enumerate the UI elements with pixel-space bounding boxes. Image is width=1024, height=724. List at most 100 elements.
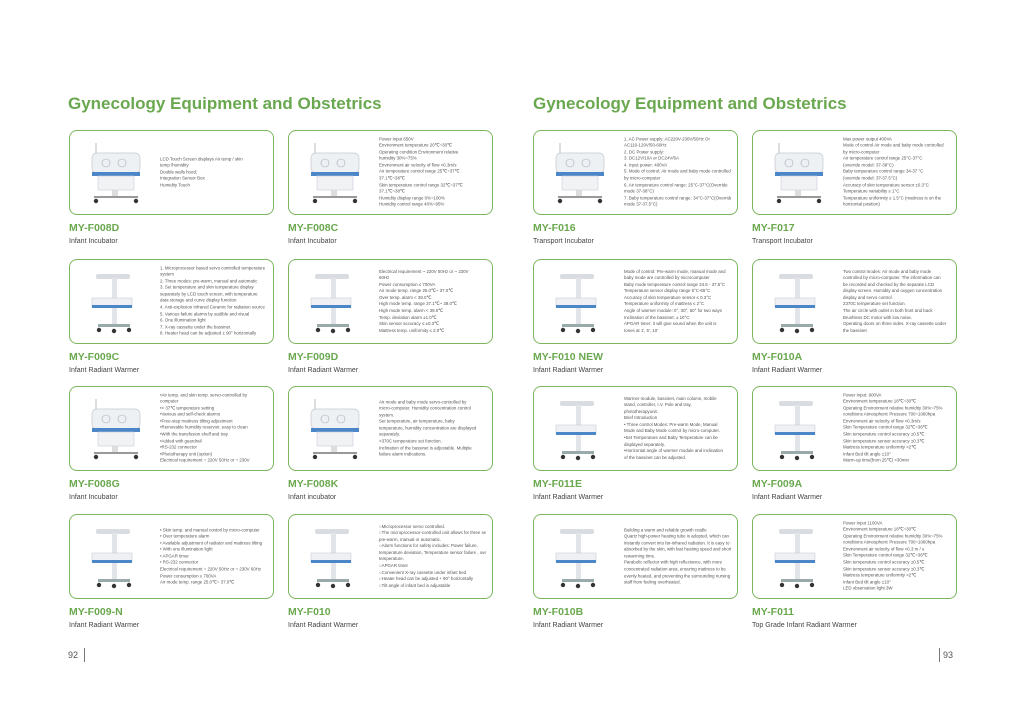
- description-line: Power input 1100VA: [843, 520, 883, 526]
- description-line: High mode temp. range 37.1℃~ 38.0℃: [379, 301, 457, 307]
- page-number-right: 93: [943, 650, 954, 660]
- product-description: Warmer module, bassinet, main column, mo…: [624, 396, 731, 462]
- description-line: Brushless DC motor with low noise.: [843, 314, 913, 320]
- description-line: Air mode temp. range 25.0℃~ 37.0℃: [160, 579, 235, 585]
- description-line: AC110-120V/50-60Hz: [624, 142, 667, 148]
- description-line: Temperature sensor display range 5°C-65°…: [624, 288, 711, 294]
- product-image: [765, 395, 833, 463]
- description-line: 2. DC Power supply:: [624, 149, 665, 155]
- description-line: Electrical requirement ~ 220V 50Hz or ~ …: [160, 458, 250, 464]
- description-line: LCD Touch Screen displays Air temp / ski…: [160, 156, 243, 162]
- description-line: Infant Bed tilt angle ±10°: [843, 579, 891, 585]
- description-line: 3. DC12V/10A or DC24V/6A: [624, 156, 679, 162]
- product-card: Mode of control: Pre-warm mode, manual m…: [533, 259, 738, 344]
- product-type: Infant incubator: [288, 494, 337, 501]
- description-line: Mode of control: Pre-warm mode, manual m…: [624, 268, 726, 274]
- description-line: •Set Temperature and Baby Temperature ca…: [624, 435, 718, 441]
- product-image: [82, 523, 150, 591]
- product-card: •Air temp. and skin temp. servo-controll…: [69, 386, 274, 471]
- description-line: the bassinet: [843, 327, 867, 333]
- description-line: 60Hz: [379, 275, 390, 281]
- description-line: Building a warm and reliable growth crad…: [624, 526, 707, 532]
- product-image: [546, 395, 614, 463]
- description-line: system.: [379, 412, 395, 418]
- description-line: failure alarm indications.: [379, 451, 427, 457]
- description-line: •RS-232 connector: [160, 444, 197, 450]
- description-line: temperature deviation, Temperature senso…: [379, 549, 486, 555]
- description-line: Skin temperature control accuracy ±0.5℃: [843, 431, 925, 437]
- description-line: APGAR timer: it will give sound when the…: [624, 321, 717, 327]
- description-line: Operating Environment relative humidity …: [843, 533, 943, 539]
- description-line: conditions Atmospheric Pressure 700~1060…: [843, 412, 936, 418]
- product-image: [301, 523, 369, 591]
- description-line: •> 37℃ temperature setting: [160, 405, 215, 411]
- product-card: Building a warm and reliable growth crad…: [533, 514, 738, 599]
- product-type: Infant Radiant Warmer: [533, 494, 604, 501]
- product-model: MY-F009D: [288, 351, 339, 363]
- product-image: [82, 139, 150, 207]
- description-line: ○Convenient X-ray cassette under infant …: [379, 569, 467, 575]
- description-line: be recorded and checked by the separate …: [843, 281, 935, 287]
- description-line: Quartz high-power heating tube is adopte…: [624, 533, 729, 539]
- description-line: 1. AC Power supply: AC220V-230V/50Hz Or: [624, 136, 710, 142]
- description-line: •With the transfusion shelf and tray: [160, 431, 228, 437]
- description-line: Power input: 900VA: [843, 392, 882, 398]
- product-model: MY-F009-N: [69, 606, 123, 618]
- description-line: Inclination of the bassinet is adjustabl…: [379, 444, 472, 450]
- description-line: Temperature variability ≤ 1°C: [843, 188, 900, 194]
- description-line: •Removable humidity reservoir, easy to c…: [160, 425, 248, 431]
- description-line: baby mode are controlled by microcompute…: [624, 275, 710, 281]
- description-line: (override model: 37-37.5°C): [843, 175, 898, 181]
- product-card: Air mode and baby mode servo-controlled …: [288, 386, 493, 471]
- description-line: staff from feeling overheated.: [624, 579, 681, 585]
- product-image: [301, 139, 369, 207]
- product-image: [546, 268, 614, 336]
- product-type: Infant Radiant Warmer: [69, 367, 140, 374]
- description-line: 2. Three modes: pre-warm, manual and aut…: [160, 278, 258, 284]
- description-line: mode 37-38°C): [624, 188, 654, 194]
- description-line: Double walls hood;: [160, 169, 198, 175]
- product-card: Two control modes: Air mode and baby mod…: [752, 259, 957, 344]
- description-line: temperature.: [379, 556, 404, 562]
- description-line: Brief Introduction: [624, 415, 658, 421]
- product-card: LCD Touch Screen displays Air temp / ski…: [69, 130, 274, 215]
- description-line: Air mode temp. range 25.0℃~ 37.0℃: [379, 288, 454, 294]
- product-type: Infant Radiant Warmer: [288, 367, 359, 374]
- description-line: Temperature uniformity of mattress ≤ 2°C: [624, 301, 705, 307]
- description-line: data storage and curve display function: [160, 298, 237, 304]
- description-line: Humidity Touch: [160, 182, 190, 188]
- product-model: MY-F008C: [288, 222, 339, 234]
- description-line: Warm-up time(from 25℃) <30min: [843, 458, 909, 464]
- product-description: Mode of control: Pre-warm mode, manual m…: [624, 269, 731, 335]
- product-type: Top Grade Infant Radiant Warmer: [752, 622, 857, 629]
- description-line: Power consumption ≤ 700VA: [160, 572, 217, 578]
- product-model: MY-F010: [288, 606, 331, 618]
- description-line: •Various and self-check alarms: [160, 412, 221, 418]
- product-description: Electrical requirement ~ 220V 50Hz or ~ …: [379, 269, 486, 335]
- description-line: conditions Atmospheric Pressure 700~1060…: [843, 540, 936, 546]
- product-image: [82, 395, 150, 463]
- description-line: Air temperature control range 25°C-37°C: [843, 156, 923, 162]
- product-model: MY-F008D: [69, 222, 120, 234]
- description-line: Two control modes: Air mode and baby mod…: [843, 268, 932, 274]
- product-description: ○Microprocessor servo controlled.○The mi…: [379, 524, 486, 590]
- description-line: Skin temperature sensor accuracy ±0.3℃: [843, 438, 925, 444]
- description-line: Operating doors on three sides. X-ray ca…: [843, 321, 947, 327]
- product-image: [765, 268, 833, 336]
- description-line: Infant Bed tilt angle ±10°: [843, 451, 891, 457]
- description-line: 37.1℃~38℃: [379, 175, 405, 181]
- page-number-left: 92: [68, 650, 79, 660]
- description-line: Environment temperature 18℃~30℃: [843, 398, 916, 404]
- description-line: Max power output 400VA: [843, 136, 892, 142]
- product-description: Building a warm and reliable growth crad…: [624, 527, 731, 586]
- page-title-left: Gynecology Equipment and Obstetrics: [68, 94, 382, 113]
- description-line: rewarming time.: [624, 553, 656, 559]
- description-line: computer: [160, 398, 179, 404]
- description-line: Air temperature control range 25℃~37℃: [379, 169, 460, 175]
- page-divider: [84, 648, 85, 662]
- description-line: 7. Baby temperature control range: 34°C-…: [624, 195, 731, 201]
- description-line: •Phototherapy unit (option): [160, 451, 213, 457]
- description-line: Skin Temperature control range 32℃~38℃: [843, 553, 928, 559]
